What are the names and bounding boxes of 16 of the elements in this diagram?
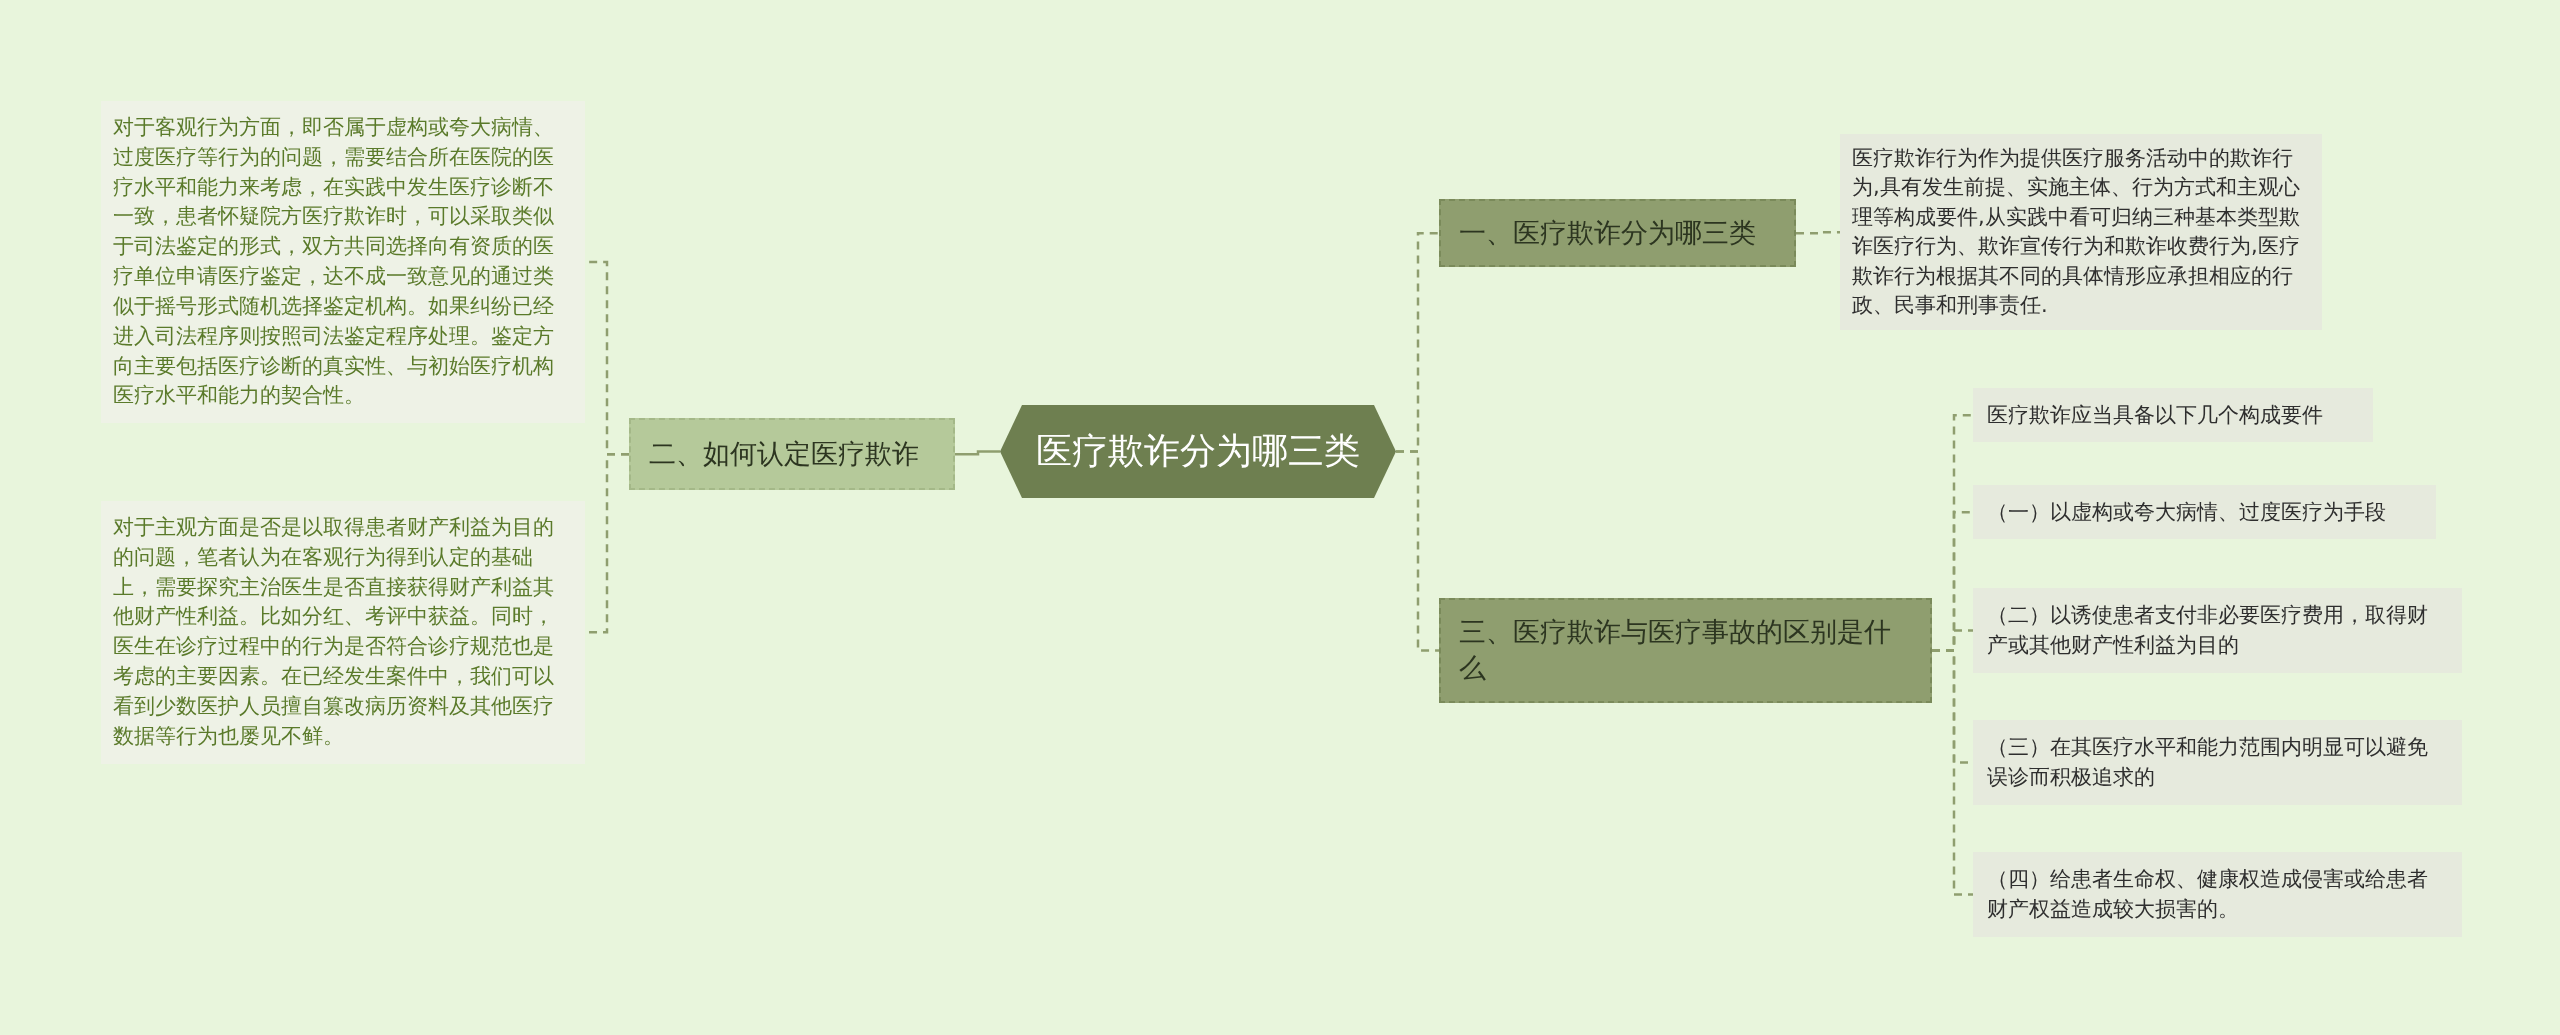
topic-box: 二、如何认定医疗欺诈 <box>629 418 955 491</box>
item-box: 医疗欺诈应当具备以下几个构成要件 <box>1973 388 2373 443</box>
item-box: （二）以诱使患者支付非必要医疗费用，取得财产或其他财产性利益为目的 <box>1973 588 2462 673</box>
connector-line <box>1932 649 1973 896</box>
item-box: （一）以虚构或夸大病情、过度医疗为手段 <box>1973 485 2436 540</box>
central-topic-text: 医疗欺诈分为哪三类 <box>1036 429 1360 473</box>
topic-box: 一、医疗欺诈分为哪三类 <box>1439 199 1796 268</box>
note-box: 对于主观方面是否是以取得患者财产利益为目的的问题，笔者认为在客观行为得到认定的基础上，需要探究主治医生是否直接获得财产利益其他财产性利益。比如分红、考评中获益。同时，医生在诊疗过程中的行为是否符合诊疗规范也是考虑的主要因素。在已经发生案件中，我们可以看到少数医护人员擅自篡改病历资料及其他医疗数据等行为也屡见不鲜。 <box>101 501 585 764</box>
connector-line <box>1396 450 1439 652</box>
topic-box: 三、医疗欺诈与医疗事故的区别是什么 <box>1439 598 1932 703</box>
note-box: 医疗欺诈行为作为提供医疗服务活动中的欺诈行为,具有发生前提、实施主体、行为方式和主观心理等构成要件,从实践中看可归纳三种基本类型欺诈医疗行为、欺诈宣传行为和欺诈收费行为,医疗欺诈行为根据其不同的具体情形应承担相应的行政、民事和刑事责任. <box>1840 134 2322 331</box>
note-box: 对于客观行为方面，即否属于虚构或夸大病情、过度医疗等行为的问题，需要结合所在医院的医疗水平和能力来考虑，在实践中发生医疗诊断不一致，患者怀疑院方医疗欺诈时，可以采取类似于司法鉴定的形式，双方共同选择向有资质的医疗单位申请医疗鉴定，达不成一致意见的通过类似于摇号形式随机选择鉴定机构。如果纠纷已经进入司法程序则按照司法鉴定程序处理。鉴定方向主要包括医疗诊断的真实性、与初始医疗机构医疗水平和能力的契合性。 <box>101 101 585 424</box>
connector-line <box>955 450 1000 456</box>
item-box: （三）在其医疗水平和能力范围内明显可以避免误诊而积极追求的 <box>1973 720 2462 805</box>
item-box: （四）给患者生命权、健康权造成侵害或给患者财产权益造成较大损害的。 <box>1973 852 2462 937</box>
connector-line <box>1796 230 1840 235</box>
